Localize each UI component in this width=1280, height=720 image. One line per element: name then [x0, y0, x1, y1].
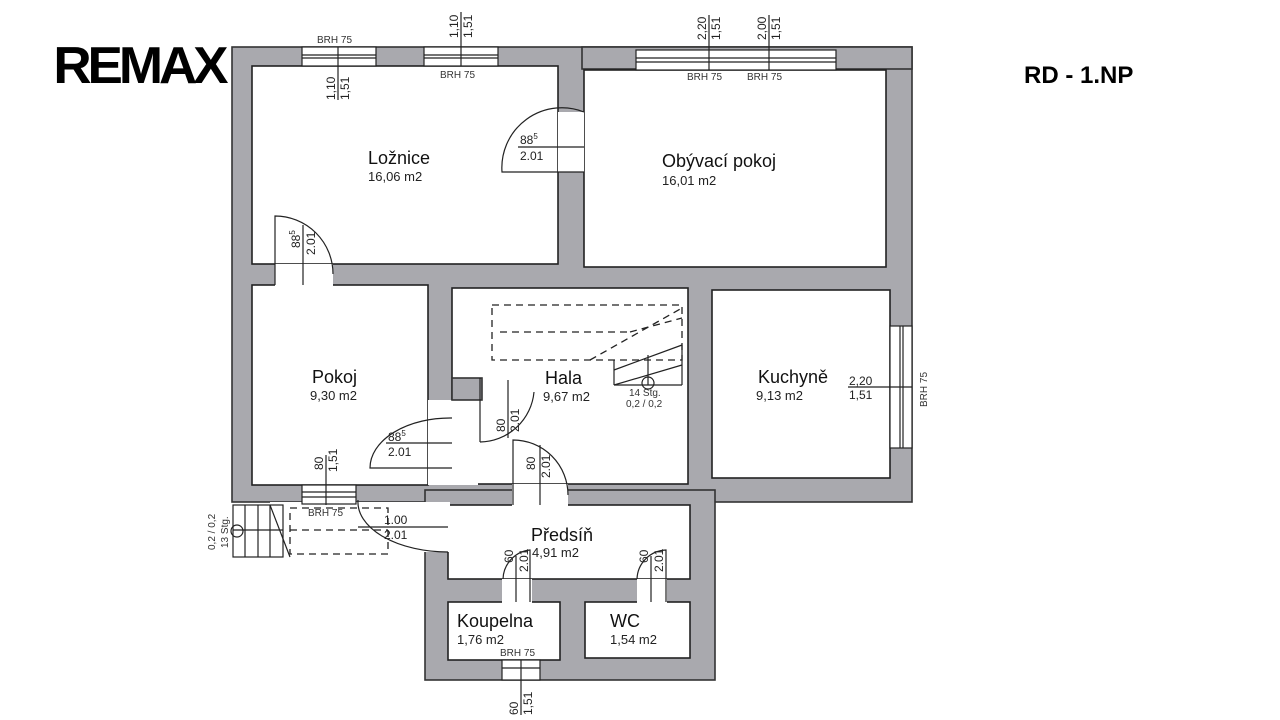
room-area: 9,67 m2	[543, 389, 590, 404]
window-height: 1,51	[849, 388, 873, 402]
room-area: 4,91 m2	[532, 545, 579, 560]
window-label: BRH 75	[747, 72, 782, 83]
door-height: 2.01	[304, 231, 318, 255]
window-height: 1,51	[521, 691, 535, 715]
room-name: Hala	[545, 368, 583, 388]
window-width: 1,10	[447, 14, 461, 38]
doors	[274, 107, 667, 603]
room-name: WC	[610, 611, 640, 631]
door-height: 2.01	[388, 445, 412, 459]
window-width: 2,00	[755, 16, 769, 40]
room-area: 1,76 m2	[457, 632, 504, 647]
room-area: 16,06 m2	[368, 169, 422, 184]
door-width: 1.00	[384, 513, 408, 527]
window-width: 2,20	[695, 16, 709, 40]
door-swing-koupelna	[502, 549, 531, 602]
room-area: 16,01 m2	[662, 173, 716, 188]
window-labels: BRH 75 1,10 1,51 BRH 75 1,10 1,51 BRH 75…	[308, 14, 930, 715]
door-swing-loznice-pokoj	[274, 215, 334, 285]
stair-steps: 14 Stg.	[629, 388, 661, 399]
window-width: 1,10	[324, 76, 338, 100]
door-opening-pokoj	[428, 420, 452, 470]
floor-plan-title: RD - 1.NP	[1024, 62, 1134, 89]
door-swing-hala-b	[512, 439, 569, 505]
window-label: BRH 75	[919, 372, 930, 407]
room-labels: Ložnice 16,06 m2 Obývací pokoj 16,01 m2 …	[310, 148, 828, 647]
door-labels: 885 2.01 885 2.01 885 2.01 80 2.01 80 2.…	[288, 132, 666, 572]
window-obyvaci	[635, 49, 837, 71]
room-obyvaci	[583, 69, 887, 268]
window-width: 2,20	[849, 374, 873, 388]
window-width: 80	[312, 456, 326, 470]
window-height: 1,51	[326, 448, 340, 472]
room-predsin	[447, 504, 691, 580]
door-height: 2.01	[652, 548, 666, 572]
door-opening-loznice-obyvaci	[558, 112, 584, 172]
wall-stub	[451, 377, 483, 401]
window-loznice-left	[301, 46, 377, 67]
stair-steps: 13 Stg.	[220, 516, 231, 548]
room-name: Předsíň	[531, 525, 593, 545]
window-width: 60	[507, 701, 521, 715]
room-area: 9,30 m2	[310, 388, 357, 403]
window-dimension-lines	[325, 12, 912, 715]
door-opening-loznice-pokoj	[275, 264, 333, 286]
room-name: Ložnice	[368, 148, 430, 168]
interior-stairs	[491, 304, 683, 390]
stair-labels: 14 Stg. 0,2 / 0,2 0,2 / 0,2 13 Stg.	[207, 388, 663, 550]
door-width: 80	[524, 456, 538, 470]
window-height: 1,51	[461, 14, 475, 38]
door-swing-loznice-obyvaci	[501, 107, 585, 173]
room-interiors	[251, 65, 891, 661]
window-label: BRH 75	[687, 72, 722, 83]
room-loznice	[251, 65, 559, 265]
window-pokoj	[301, 484, 357, 505]
door-width: 885	[288, 230, 303, 248]
window-height: 1,51	[709, 16, 723, 40]
door-opening-koupelna	[502, 579, 532, 603]
exterior-stairs	[230, 504, 389, 558]
room-wc	[584, 601, 691, 659]
door-swing-hala-a	[479, 378, 535, 443]
room-kuchyne	[711, 289, 891, 479]
door-opening-wc	[637, 579, 667, 603]
room-name: Pokoj	[312, 367, 357, 387]
door-height: 2.01	[539, 454, 553, 478]
door-height: 2.01	[520, 149, 544, 163]
door-swing-entrance	[357, 499, 449, 553]
door-height: 2.01	[517, 548, 531, 572]
door-swing-wc	[636, 549, 667, 602]
door-swing-pokoj	[369, 417, 453, 469]
window-label: BRH 75	[308, 508, 343, 519]
window-height: 1,51	[338, 76, 352, 100]
door-width: 60	[637, 549, 651, 563]
door-width: 60	[502, 549, 516, 563]
room-hala	[451, 287, 689, 485]
window-height: 1,51	[769, 16, 783, 40]
windows	[301, 46, 913, 681]
room-area: 9,13 m2	[756, 388, 803, 403]
door-width: 885	[520, 132, 538, 147]
door-width: 80	[494, 418, 508, 432]
door-width: 885	[388, 429, 406, 444]
door-height: 2.01	[508, 408, 522, 432]
room-name: Koupelna	[457, 611, 534, 631]
room-koupelna	[447, 601, 561, 661]
door-height: 2.01	[384, 528, 408, 542]
room-name: Kuchyně	[758, 367, 828, 387]
stair-ratio: 0,2 / 0,2	[626, 399, 663, 410]
room-name: Obývací pokoj	[662, 151, 776, 171]
window-label: BRH 75	[317, 35, 352, 46]
remax-logo: REMAX	[53, 37, 228, 95]
stair-ratio: 0,2 / 0,2	[207, 513, 218, 550]
window-label: BRH 75	[500, 648, 535, 659]
window-label: BRH 75	[440, 70, 475, 81]
room-area: 1,54 m2	[610, 632, 657, 647]
